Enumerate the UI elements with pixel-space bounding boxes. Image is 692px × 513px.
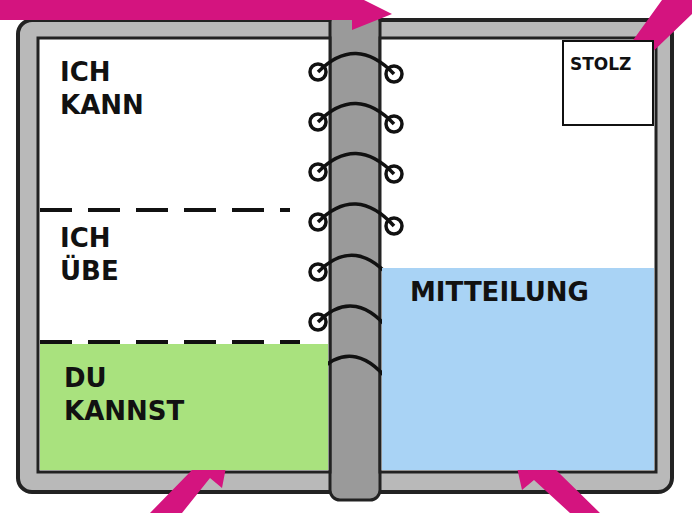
section-label: ICH ÜBE [60, 222, 308, 287]
practice-section: ICH ÜBE [40, 214, 328, 340]
section-label: DU KANNST [64, 362, 304, 427]
message-section: MITTEILUNG [382, 268, 654, 470]
pride-box: STOLZ [562, 40, 654, 126]
section-label: MITTEILUNG [410, 276, 642, 309]
section-label: STOLZ [570, 54, 646, 75]
right-page [380, 38, 656, 472]
section-label: ICH KANN [60, 56, 308, 121]
callout-arrow [0, 0, 392, 30]
you-can-section: DU KANNST [40, 344, 328, 470]
dashed-divider [40, 208, 290, 212]
can-section: ICH KANN [40, 40, 328, 208]
left-page [38, 38, 330, 472]
